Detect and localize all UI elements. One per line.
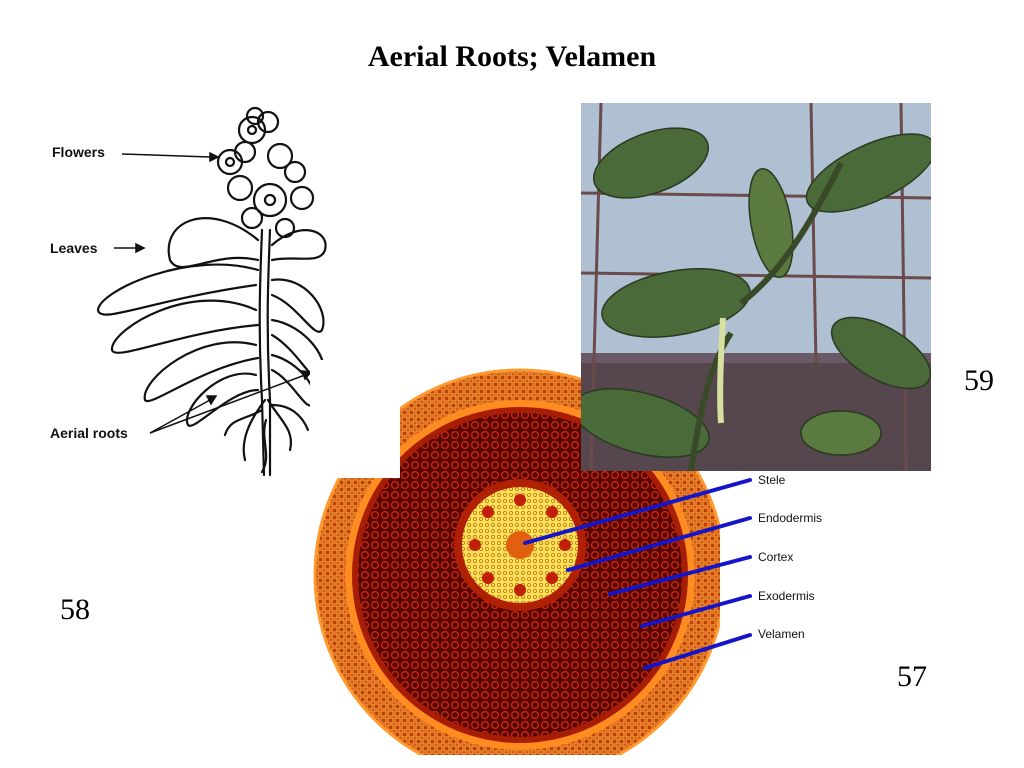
label-exodermis: Exodermis: [758, 589, 815, 603]
figure-number-57: 57: [897, 660, 927, 693]
label-stele: Stele: [758, 473, 786, 487]
label-cortex: Cortex: [758, 550, 794, 564]
figure-number-58: 58: [60, 593, 90, 626]
label-aerial-roots: Aerial roots: [50, 425, 128, 441]
label-endodermis: Endodermis: [758, 511, 823, 525]
label-flowers: Flowers: [52, 144, 105, 160]
flower-cluster-icon: [216, 106, 315, 239]
slide-title: Aerial Roots; Velamen: [367, 40, 657, 73]
orchid-photo: [581, 103, 931, 471]
orchid-drawing: [96, 106, 327, 477]
label-velamen: Velamen: [758, 627, 805, 641]
label-leaves: Leaves: [50, 240, 98, 256]
figure-number-59: 59: [964, 364, 994, 397]
